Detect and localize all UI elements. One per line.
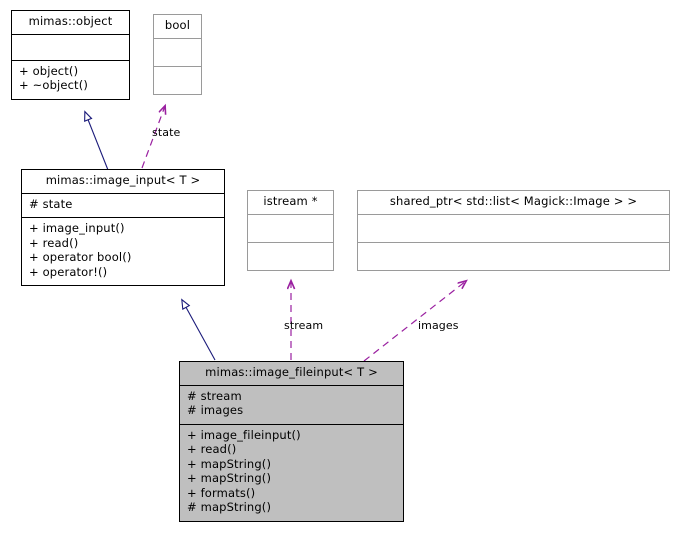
class-operation-row: + read() <box>29 235 79 250</box>
class-operation-row: + read() <box>187 442 237 456</box>
edge-label-stream: stream <box>284 319 324 332</box>
class-node-mimas-object[interactable]: mimas::object + object() + ~object() <box>11 10 130 100</box>
class-attributes-istream-pointer <box>248 215 333 242</box>
compartment-divider <box>180 423 403 425</box>
class-attributes-shared-ptr <box>358 215 669 242</box>
class-attribute-row: # stream <box>187 388 242 403</box>
class-operations-mimas-image-fileinput: + image_fileinput() + read() + mapString… <box>180 425 403 521</box>
compartment-divider <box>248 213 333 215</box>
class-operations-istream-pointer <box>248 243 333 270</box>
class-operation-row: + mapString() <box>187 456 272 471</box>
class-title-bool: bool <box>164 18 191 32</box>
edge-label-state: state <box>152 126 181 139</box>
class-title-mimas-image-fileinput: mimas::image_fileinput< T > <box>205 365 378 379</box>
class-title-istream-pointer: istream * <box>263 194 318 208</box>
class-operation-row: + operator!() <box>29 264 108 279</box>
class-operation-row: + operator bool() <box>29 250 132 264</box>
edge-label-images: images <box>418 319 459 332</box>
edge-inheritance-image-fileinput-to-image-input <box>182 300 216 361</box>
class-operation-row: + object() <box>19 63 79 78</box>
compartment-divider <box>154 37 201 39</box>
class-attributes-mimas-image-fileinput: # stream # images <box>180 386 403 424</box>
class-node-bool[interactable]: bool <box>153 14 202 95</box>
compartment-divider <box>358 241 669 243</box>
class-attribute-row: # images <box>187 403 244 417</box>
compartment-divider <box>358 213 669 215</box>
class-operation-row: + mapString() <box>187 471 272 485</box>
compartment-divider <box>22 192 224 194</box>
compartment-divider <box>180 384 403 386</box>
class-operations-bool <box>154 67 201 94</box>
class-operations-mimas-object: + object() + ~object() <box>12 61 129 99</box>
class-node-shared-ptr-list-magick-image[interactable]: shared_ptr< std::list< Magick::Image > > <box>357 190 670 271</box>
class-node-mimas-image-fileinput[interactable]: mimas::image_fileinput< T > # stream # i… <box>179 361 404 522</box>
compartment-divider <box>154 65 201 67</box>
class-attributes-bool <box>154 39 201 66</box>
class-node-istream-pointer[interactable]: istream * <box>247 190 334 271</box>
class-operation-row: + formats() <box>187 485 256 500</box>
compartment-divider <box>12 33 129 35</box>
compartment-divider <box>248 241 333 243</box>
class-node-mimas-image-input[interactable]: mimas::image_input< T > # state + image_… <box>21 169 225 286</box>
class-attribute-row: # state <box>29 196 73 211</box>
class-attributes-mimas-image-input: # state <box>22 194 224 218</box>
compartment-divider <box>12 59 129 61</box>
class-operations-mimas-image-input: + image_input() + read() + operator bool… <box>22 218 224 285</box>
class-title-mimas-object: mimas::object <box>28 14 113 28</box>
class-operation-row: # mapString() <box>187 500 272 514</box>
class-operation-row: + image_input() <box>29 221 125 235</box>
compartment-divider <box>22 217 224 218</box>
edge-inheritance-image-input-to-object <box>85 112 109 171</box>
class-title-shared-ptr-list-magick-image: shared_ptr< std::list< Magick::Image > > <box>389 194 638 208</box>
class-operations-shared-ptr <box>358 243 669 270</box>
class-attributes-mimas-object <box>12 35 129 60</box>
class-title-mimas-image-input: mimas::image_input< T > <box>45 173 201 187</box>
class-operation-row: + image_fileinput() <box>187 427 301 442</box>
class-operation-row: + ~object() <box>19 78 88 92</box>
